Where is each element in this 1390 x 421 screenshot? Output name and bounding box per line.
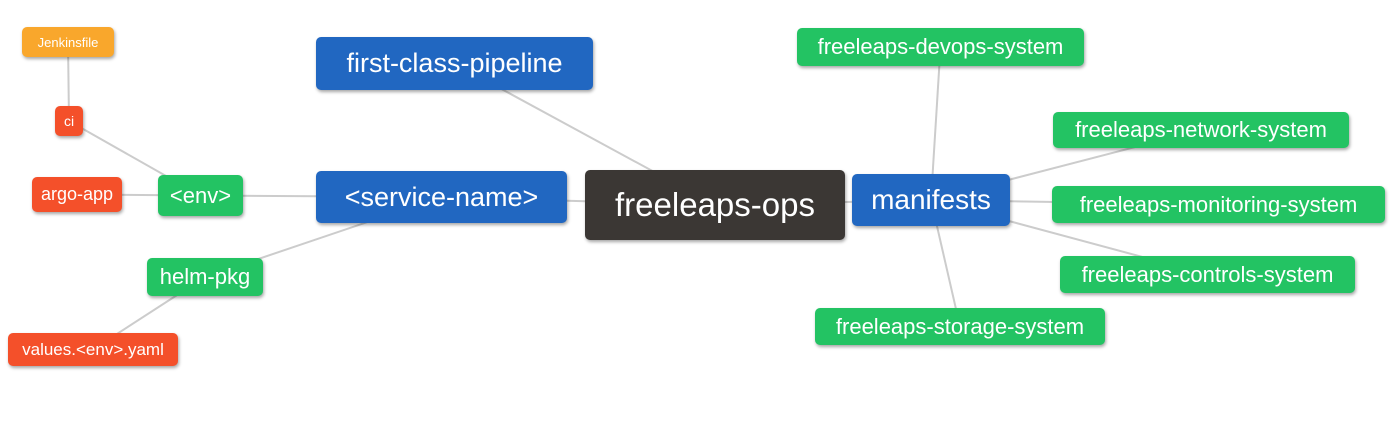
node-argo-app[interactable]: argo-app bbox=[32, 177, 122, 212]
node-freeleaps-ops[interactable]: freeleaps-ops bbox=[585, 170, 845, 240]
node-values-env-yaml[interactable]: values.<env>.yaml bbox=[8, 333, 178, 366]
node-ci[interactable]: ci bbox=[55, 106, 83, 136]
node-manifests[interactable]: manifests bbox=[852, 174, 1010, 226]
node-freeleaps-controls-system[interactable]: freeleaps-controls-system bbox=[1060, 256, 1355, 293]
node-freeleaps-storage-system[interactable]: freeleaps-storage-system bbox=[815, 308, 1105, 345]
node-helm-pkg[interactable]: helm-pkg bbox=[147, 258, 263, 296]
node-freeleaps-monitoring-system[interactable]: freeleaps-monitoring-system bbox=[1052, 186, 1385, 223]
node-jenkinsfile[interactable]: Jenkinsfile bbox=[22, 27, 114, 57]
node-env[interactable]: <env> bbox=[158, 175, 243, 216]
node-service-name[interactable]: <service-name> bbox=[316, 171, 567, 223]
node-freeleaps-network-system[interactable]: freeleaps-network-system bbox=[1053, 112, 1349, 148]
node-first-class-pipeline[interactable]: first-class-pipeline bbox=[316, 37, 593, 90]
node-freeleaps-devops-system[interactable]: freeleaps-devops-system bbox=[797, 28, 1084, 66]
